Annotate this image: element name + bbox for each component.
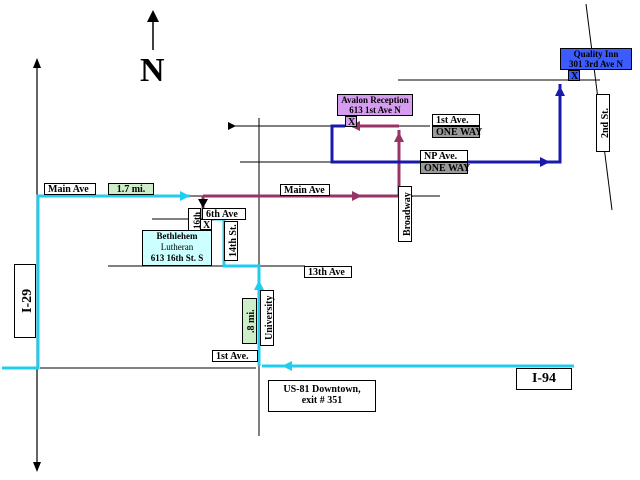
broadway-label: Broadway (398, 186, 413, 242)
us81-label: US-81 Downtown, exit # 351 (268, 380, 376, 412)
quality-inn-address: 301 3rd Ave N (568, 59, 624, 69)
route-i94-arrow (282, 361, 292, 371)
avalon-name: Avalon Reception (341, 95, 409, 105)
quality-inn-name: Quality Inn (573, 49, 619, 59)
church-pin (198, 199, 208, 208)
fourteenth-st-label: 14th St. (224, 221, 239, 261)
oneway-label-2: ONE WAY (420, 162, 470, 174)
avalon-marker: X (345, 116, 357, 128)
i29-label: I-29 (14, 264, 36, 338)
thirteenth-ave-label: 13th Ave (304, 266, 352, 278)
main-ave-label-west: Main Ave (44, 183, 96, 195)
university-label: University (260, 290, 275, 346)
route-blue-arrow-1 (540, 157, 550, 167)
avalon-box: Avalon Reception 613 1st Ave N (337, 94, 413, 116)
route-main-ave-arrow (180, 191, 190, 201)
sixth-ave-label: 6th Ave (202, 208, 246, 220)
church-marker: X (200, 219, 212, 231)
second-st-label: 2nd St. (596, 94, 611, 152)
route-i29-northbound (2, 194, 190, 370)
oneway-label-1: ONE WAY (432, 126, 482, 138)
np-ave-label: NP Ave. (420, 150, 468, 162)
route-blue (330, 84, 562, 164)
bethlehem-sub: Lutheran (160, 242, 194, 252)
distance-1-7-label: 1.7 mi. (108, 183, 154, 195)
route-university-arrow (254, 280, 264, 290)
route-blue-arrow-2 (555, 86, 565, 96)
first-ave-south-label: 1st Ave. (212, 350, 258, 362)
quality-inn-marker: X (568, 70, 580, 82)
i29-arrow-north (33, 58, 41, 68)
i29-arrow-south (33, 462, 41, 472)
distance-0-8-label: .8 mi. (242, 298, 257, 344)
first-ave-n-label: 1st Ave. (432, 114, 480, 126)
bethlehem-name: Bethlehem (156, 231, 198, 241)
i94-label: I-94 (516, 368, 572, 390)
bethlehem-box: Bethlehem Lutheran 613 16th St. S (142, 230, 212, 266)
north-label: N (140, 52, 165, 89)
us81-line1: US-81 Downtown, (283, 384, 361, 395)
main-ave-label-east: Main Ave (280, 184, 330, 196)
quality-inn-box: Quality Inn 301 3rd Ave N (560, 48, 632, 70)
avalon-address: 613 1st Ave N (349, 105, 401, 115)
route-maroon-arrow-1 (352, 191, 362, 201)
bethlehem-address: 613 16th St. S (150, 253, 204, 263)
route-maroon-arrow-2 (394, 132, 404, 142)
us81-line2: exit # 351 (301, 395, 343, 406)
